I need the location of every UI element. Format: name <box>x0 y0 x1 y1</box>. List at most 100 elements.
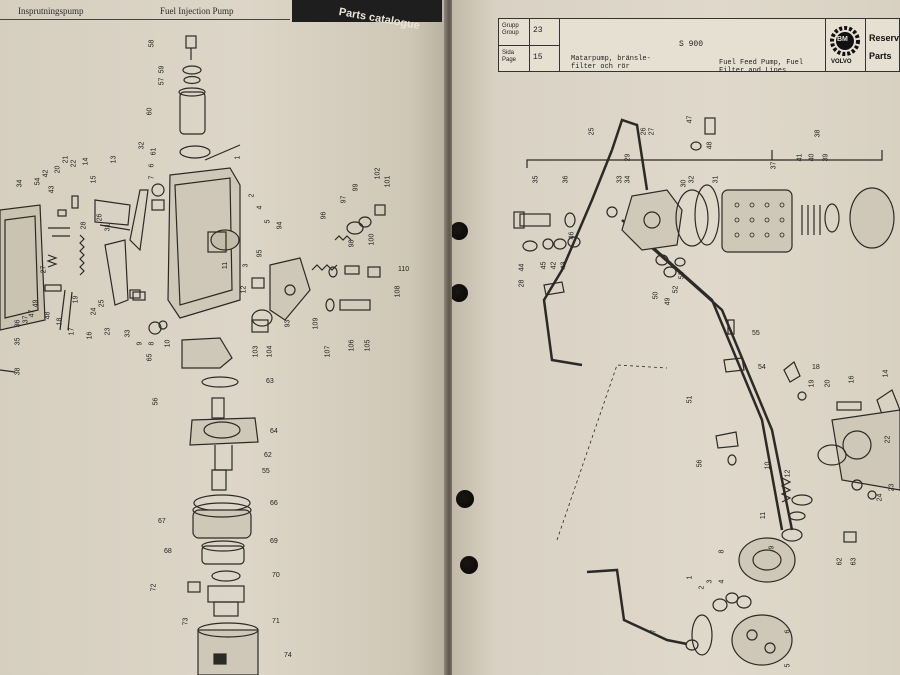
part-ref: 17 <box>68 327 76 336</box>
part-ref: 96 <box>320 211 328 220</box>
part-ref: 32 <box>138 141 146 150</box>
part-ref: 60 <box>146 107 154 116</box>
part-ref: 19 <box>72 295 80 304</box>
part-ref: 42 <box>42 169 50 178</box>
part-ref: 28 <box>80 221 88 230</box>
bm-gear-icon <box>830 26 860 56</box>
description-swedish: Matarpump, bränsle- filter och rör <box>571 55 651 71</box>
description-english: Fuel Feed Pump, Fuel Filter and Lines <box>719 59 804 75</box>
part-ref: 53 <box>678 271 686 280</box>
part-ref: 7 <box>148 175 156 180</box>
part-ref: 56 <box>696 459 704 468</box>
part-ref: 41 <box>796 153 804 162</box>
book-gutter <box>444 0 454 675</box>
injection-pump-exploded-diagram <box>0 35 386 675</box>
part-ref: 62 <box>836 557 844 566</box>
part-ref: 109 <box>312 317 320 330</box>
part-ref: 10 <box>764 461 772 470</box>
part-ref: 29 <box>624 153 632 162</box>
part-ref: 98 <box>348 239 356 248</box>
page-value: 15 <box>533 53 543 62</box>
left-header-rule <box>0 19 290 20</box>
part-ref: 68 <box>164 548 172 555</box>
part-ref: 5 <box>784 663 792 668</box>
part-ref: 34 <box>624 175 632 184</box>
part-ref: 71 <box>272 618 280 625</box>
part-ref: 105 <box>364 339 372 352</box>
part-ref: 20 <box>824 379 832 388</box>
part-ref: 12 <box>784 469 792 478</box>
part-ref: 16 <box>86 331 94 340</box>
part-ref: 11 <box>222 261 230 270</box>
part-ref: 102 <box>374 167 382 180</box>
part-ref: 101 <box>384 175 392 188</box>
part-ref: 9 <box>768 545 776 550</box>
part-ref: 55 <box>262 468 270 475</box>
part-ref: 55 <box>752 330 760 337</box>
part-ref: 30 <box>680 179 688 188</box>
part-ref: 32 <box>688 175 696 184</box>
part-ref: 26 <box>96 213 104 222</box>
part-ref: 56 <box>152 397 160 406</box>
part-ref: 54 <box>34 177 42 186</box>
page-header-box: Grupp Group 23 Sida Page 15 S 900 Matarp… <box>498 18 900 75</box>
part-ref: 70 <box>272 572 280 579</box>
part-ref: 48 <box>44 311 52 320</box>
part-ref: 93 <box>284 319 292 328</box>
part-ref: 50 <box>652 291 660 300</box>
catalog-text-parts: Parts <box>869 51 892 61</box>
part-ref: 18 <box>812 364 820 371</box>
part-ref: 62 <box>264 452 272 459</box>
part-ref: 2 <box>248 193 256 198</box>
part-ref: 63 <box>850 557 858 566</box>
part-ref: 40 <box>808 153 816 162</box>
part-ref: 36 <box>14 319 22 328</box>
part-ref: 94 <box>276 221 284 230</box>
left-catalogue-page: Insprutningspump Fuel Injection Pump Par… <box>0 0 446 675</box>
part-ref: 31 <box>712 175 720 184</box>
page-label: Sida Page <box>502 50 517 63</box>
part-ref: 74 <box>284 652 292 659</box>
part-ref: 38 <box>814 129 822 138</box>
part-ref: 48 <box>706 141 714 150</box>
part-ref: 27 <box>40 265 48 274</box>
part-ref: 5 <box>264 219 272 224</box>
part-ref: 35 <box>14 337 22 346</box>
part-ref: 57 <box>158 77 166 86</box>
part-ref: 66 <box>270 500 278 507</box>
part-ref: 8 <box>148 341 156 346</box>
model-label: S 900 <box>679 40 704 49</box>
part-ref: 22 <box>884 435 892 444</box>
part-ref: 13 <box>110 155 118 164</box>
part-ref: 14 <box>82 157 90 166</box>
part-ref: 8 <box>718 549 726 554</box>
part-ref: 6 <box>148 163 156 168</box>
part-ref: 61 <box>150 147 158 156</box>
part-ref: 18 <box>56 317 64 326</box>
brand-mark: BM <box>837 36 848 43</box>
part-ref: 16 <box>848 375 856 384</box>
part-ref: 1 <box>234 155 242 160</box>
part-ref: 49 <box>664 297 672 306</box>
part-ref: 43 <box>48 185 56 194</box>
left-header-center-title: Fuel Injection Pump <box>160 6 234 16</box>
part-ref: 51 <box>686 395 694 404</box>
part-ref: 11 <box>760 511 768 520</box>
part-ref: 25 <box>588 127 596 136</box>
part-ref: 37 <box>22 315 30 324</box>
part-ref: 63 <box>266 378 274 385</box>
part-ref: 43 <box>560 261 568 270</box>
group-label: Grupp Group <box>502 23 519 36</box>
part-ref: 100 <box>368 233 376 246</box>
part-ref: 110 <box>398 266 410 273</box>
part-ref: 9 <box>136 341 144 346</box>
part-ref: 44 <box>518 263 526 272</box>
part-ref: 72 <box>150 583 158 592</box>
part-ref: 97 <box>340 195 348 204</box>
part-ref: 58 <box>148 39 156 48</box>
part-ref: 25 <box>98 299 106 308</box>
part-ref: 99 <box>352 183 360 192</box>
part-ref: 107 <box>324 345 332 358</box>
part-ref: 45 <box>540 261 548 270</box>
binder-hole <box>452 222 468 240</box>
